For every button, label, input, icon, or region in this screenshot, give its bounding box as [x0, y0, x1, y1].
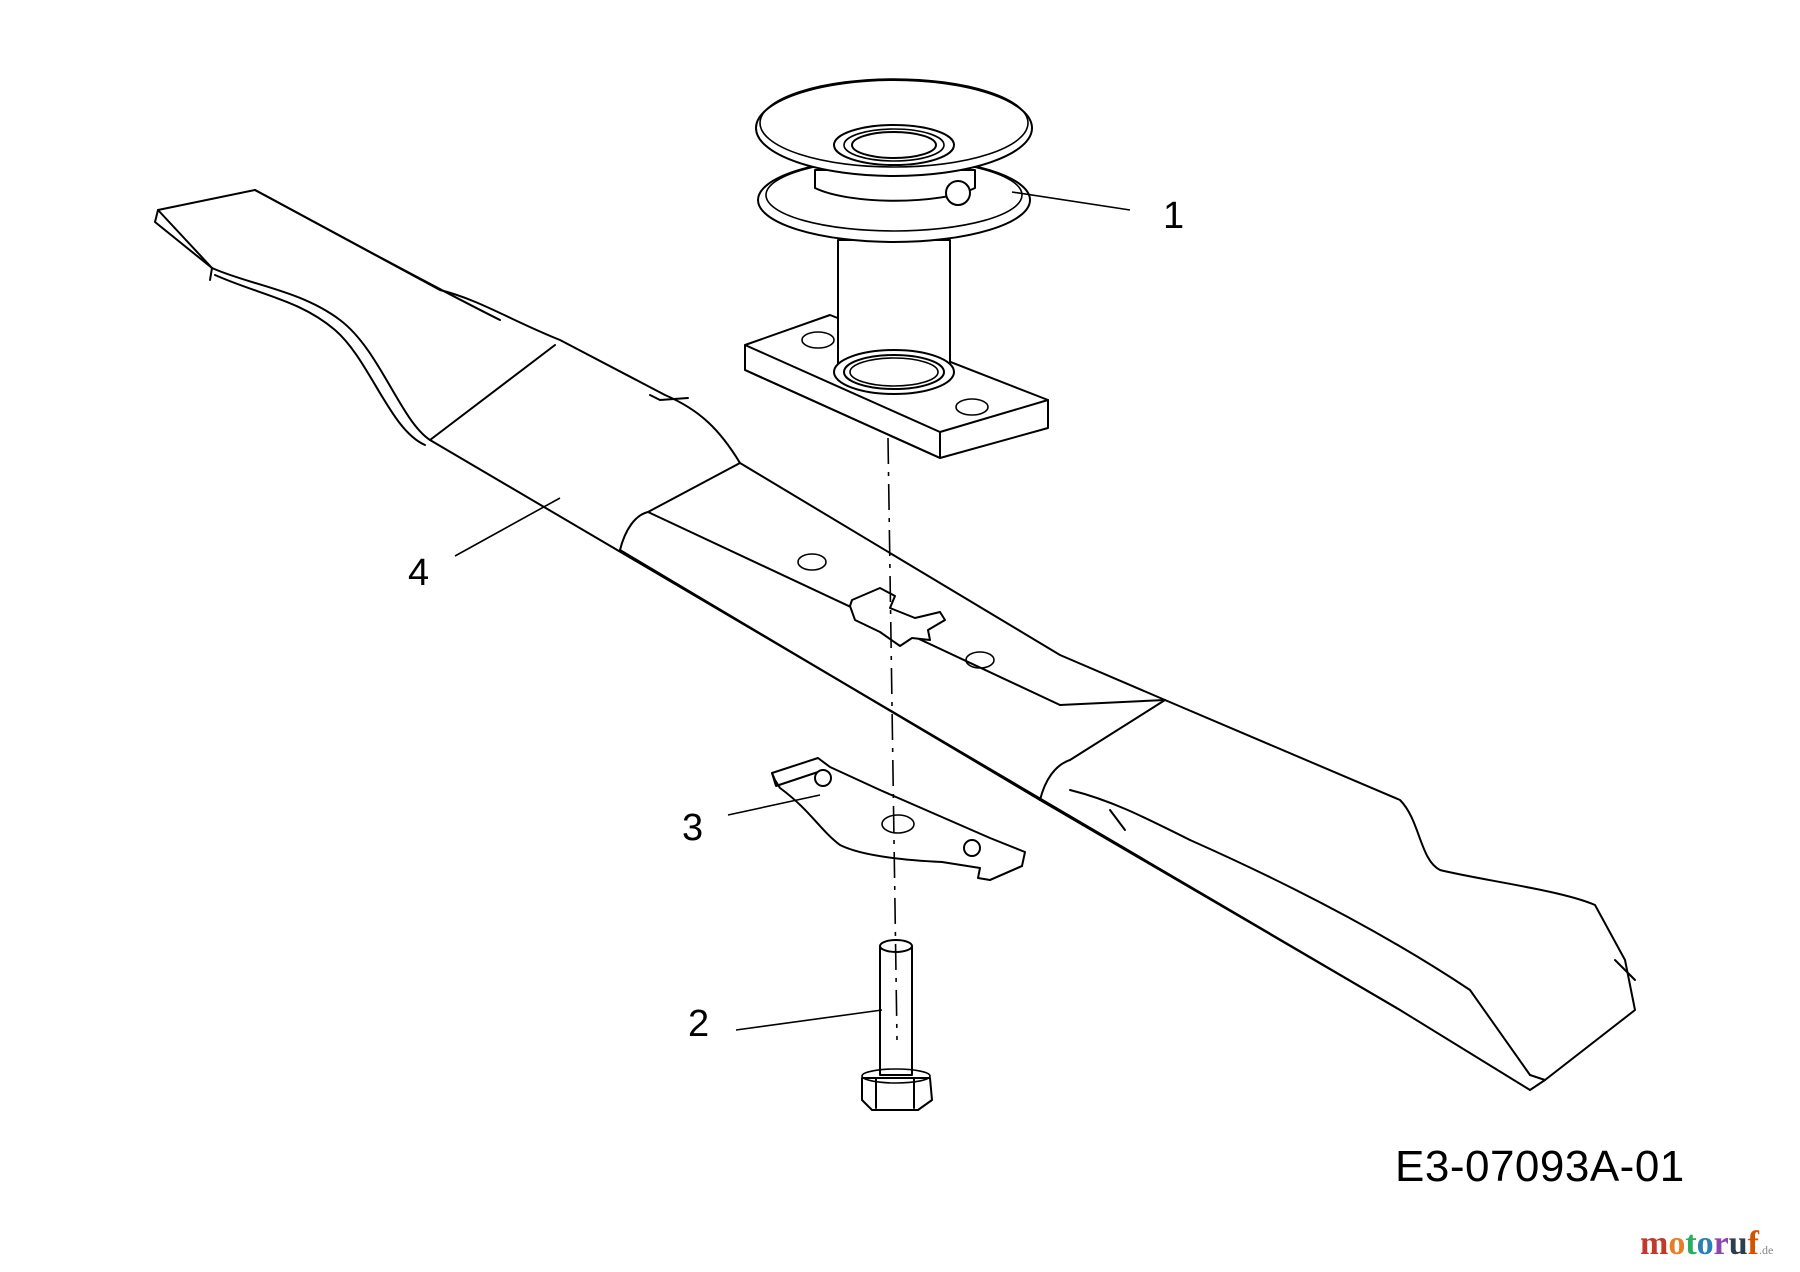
mower-blade: [154, 189, 1636, 1091]
brand-letter: o: [1696, 1225, 1714, 1262]
brand-suffix: .de: [1759, 1243, 1774, 1257]
blade-adapter: [771, 757, 1026, 881]
drawing-id: E3-07093A-01: [1395, 1142, 1685, 1191]
center-axis: [887, 437, 898, 1041]
brand-letter: f: [1747, 1225, 1759, 1262]
brand-letter: r: [1713, 1225, 1729, 1262]
brand-letter: o: [1668, 1225, 1686, 1262]
blade-hole-right: [965, 651, 995, 669]
callout-1: 1: [1163, 195, 1184, 237]
blade-hole-left: [797, 553, 827, 571]
pulley-spindle: [744, 78, 1049, 459]
callout-4: 4: [408, 552, 429, 594]
callout-2: 2: [688, 1003, 709, 1045]
brand-logo: motoruf.de: [1640, 1225, 1773, 1263]
brand-letter: t: [1685, 1225, 1697, 1262]
callout-3: 3: [682, 807, 703, 849]
blade-center-hole: [849, 587, 946, 647]
brand-letter: m: [1640, 1225, 1669, 1262]
leader-lines: [454, 191, 1131, 1031]
brand-letter: u: [1728, 1225, 1748, 1262]
